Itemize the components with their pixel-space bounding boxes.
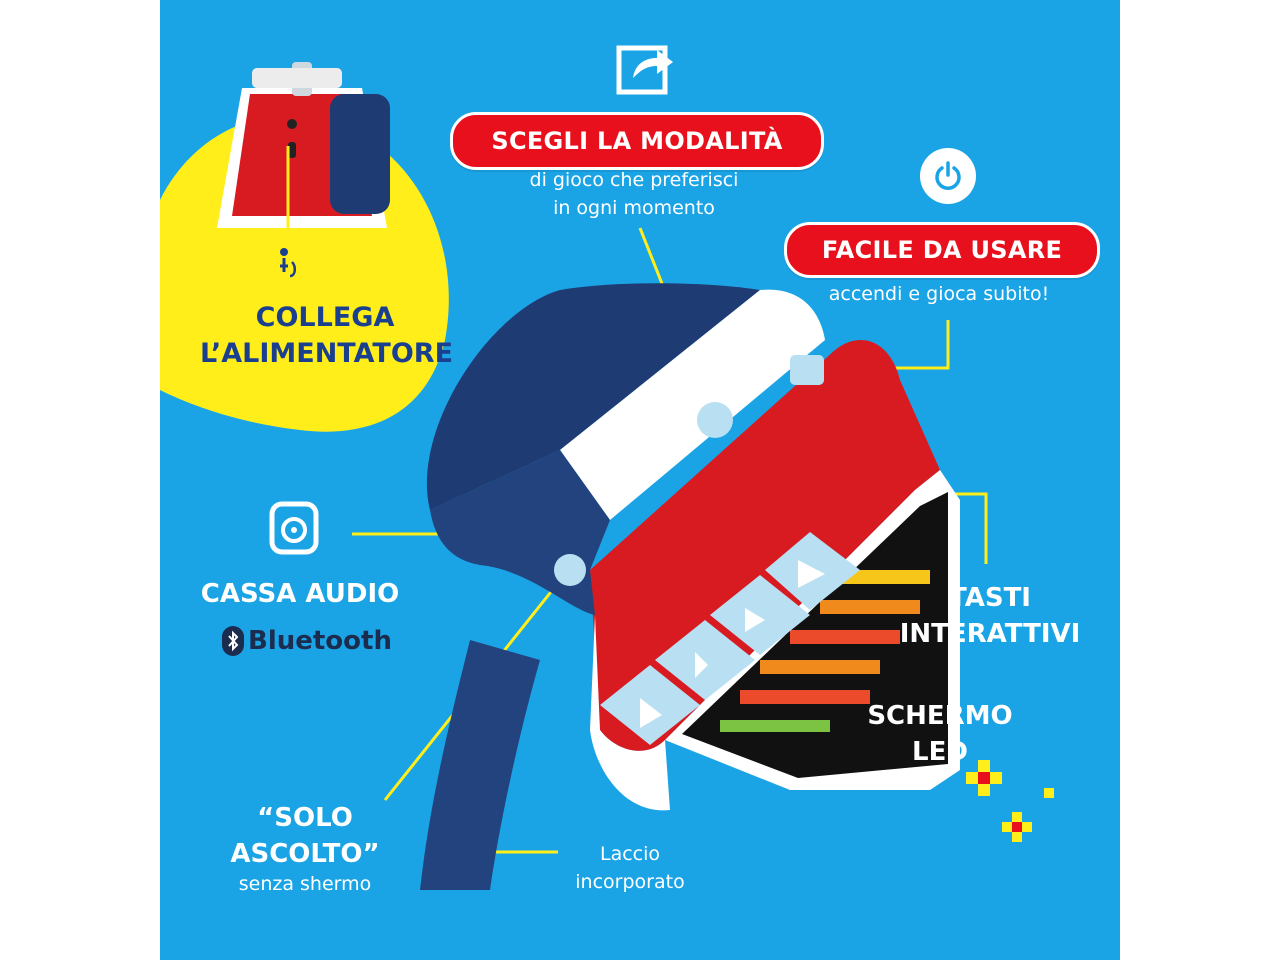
mode-title-badge: SCEGLI LA MODALITÀ	[450, 112, 824, 170]
screen-line2: LED	[912, 737, 968, 767]
product-infographic: SCEGLI LA MODALITÀ di gioco che preferis…	[160, 0, 1120, 960]
strap-line2: incorporato	[575, 871, 685, 893]
led-speaker-device	[426, 283, 960, 811]
bluetooth-logo: Bluetooth	[222, 624, 392, 658]
bluetooth-icon	[222, 626, 244, 656]
strap-line1: Laccio	[599, 843, 661, 865]
listen-only-label: “SOLO ASCOLTO”	[180, 800, 430, 872]
buttons-label: TASTI INTERATTIVI	[880, 580, 1100, 652]
device-back-thumbnail	[212, 48, 392, 238]
mode-subtitle: di gioco che preferisci in ogni momento	[450, 166, 818, 222]
strap-label: Laccio incorporato	[550, 840, 710, 896]
easy-subtitle: accendi e gioca subito!	[828, 283, 1050, 305]
speaker-title: CASSA AUDIO	[200, 579, 400, 609]
mode-subtitle-line1: di gioco che preferisci	[529, 169, 739, 191]
easy-title: FACILE DA USARE	[821, 236, 1063, 264]
power-icon	[920, 148, 976, 204]
speaker-icon	[268, 500, 320, 556]
listen-only-sub: senza shermo	[238, 873, 372, 895]
power-adapter-line2: L’ALIMENTATORE	[200, 338, 454, 369]
bluetooth-wordmark: Bluetooth	[248, 626, 392, 656]
power-adapter-line1: COLLEGA	[255, 302, 395, 333]
easy-title-badge: FACILE DA USARE	[784, 222, 1100, 278]
share-icon	[615, 40, 675, 96]
buttons-line2: INTERATTIVI	[899, 619, 1081, 649]
headphone-jack-icon	[272, 246, 302, 280]
mode-title: SCEGLI LA MODALITÀ	[491, 127, 783, 155]
power-adapter-label: COLLEGA L’ALIMENTATORE	[200, 300, 454, 372]
listen-only-line1: “SOLO	[257, 803, 353, 833]
mode-subtitle-line2: in ogni momento	[553, 197, 715, 219]
buttons-line1: TASTI	[949, 583, 1031, 613]
screen-line1: SCHERMO	[867, 701, 1013, 731]
fabric-strap	[420, 640, 540, 890]
screen-label: SCHERMO LED	[850, 698, 1030, 770]
listen-only-line2: ASCOLTO”	[230, 839, 380, 869]
pixel-sparkles	[966, 760, 1054, 842]
